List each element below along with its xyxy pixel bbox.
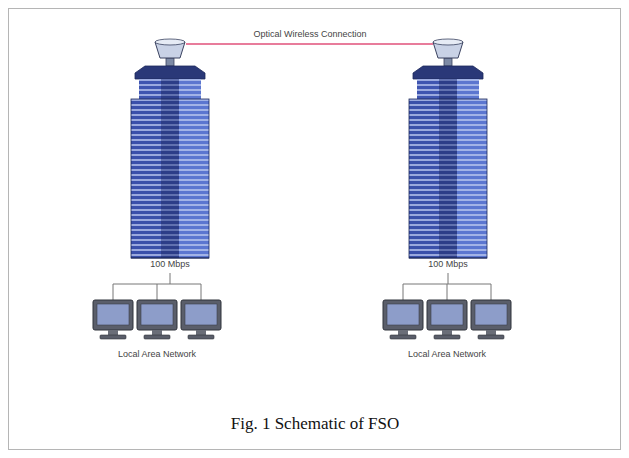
illustration-part <box>157 284 158 300</box>
computer-monitor <box>137 300 177 339</box>
illustration-part <box>447 284 448 300</box>
building-left <box>131 39 209 258</box>
illustration-part <box>403 284 404 300</box>
figure-caption: Fig. 1 Schematic of FSO <box>231 414 400 434</box>
building-right <box>409 39 487 258</box>
computer-monitor <box>181 300 221 339</box>
computer-monitor <box>427 300 467 339</box>
optical-link-line <box>186 43 433 44</box>
illustration-part <box>170 273 171 284</box>
illustration-part <box>113 284 114 300</box>
link-label: Optical Wireless Connection <box>253 30 366 40</box>
computer-monitor <box>471 300 511 339</box>
illustration-part <box>491 284 492 300</box>
computer-monitor <box>383 300 423 339</box>
illustration-part <box>201 284 202 300</box>
figure-frame <box>9 9 621 450</box>
illustration-part <box>448 273 449 284</box>
lan-wiring-left <box>113 273 201 300</box>
bandwidth-label: 100 Mbps <box>150 260 190 270</box>
lan-wiring-right <box>403 273 491 300</box>
computer-monitor <box>93 300 133 339</box>
network-label: Local Area Network <box>408 350 486 360</box>
network-label: Local Area Network <box>118 350 196 360</box>
bandwidth-label: 100 Mbps <box>428 260 468 270</box>
